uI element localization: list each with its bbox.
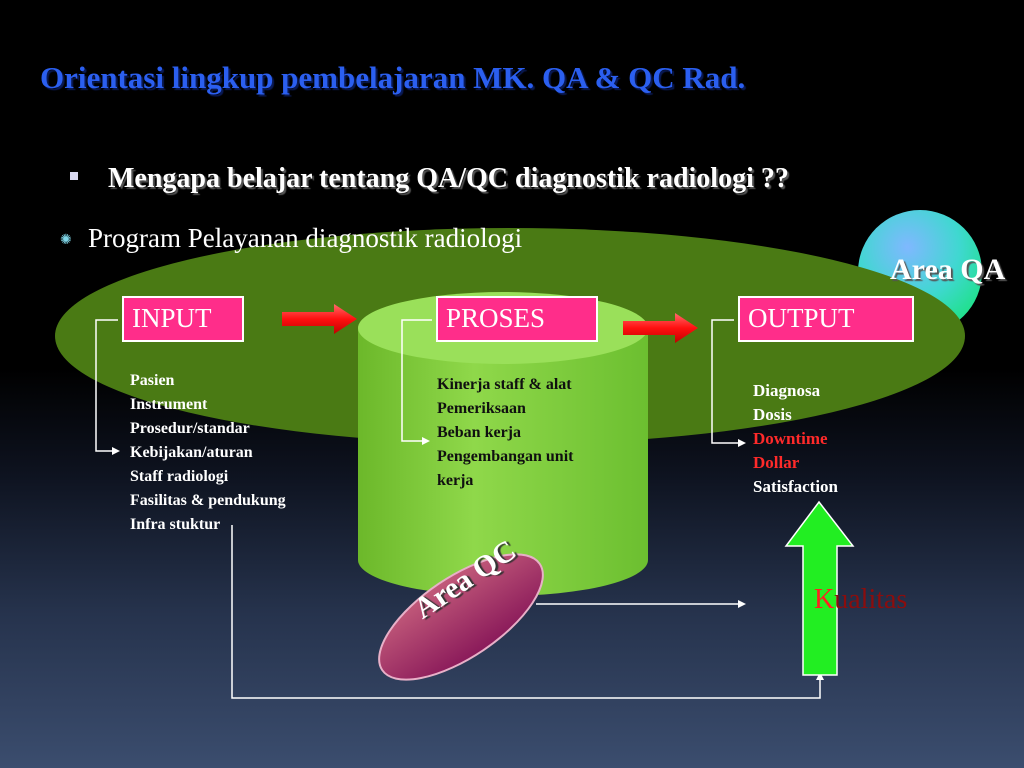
list-item: Pemeriksaan: [437, 400, 526, 417]
proses-cylinder: [358, 328, 648, 596]
kualitas-rest: ualitas: [834, 584, 908, 615]
list-item: Satisfaction: [753, 477, 838, 496]
area-qc-ellipse: [378, 553, 544, 681]
output-bracket: [711, 319, 738, 444]
list-item: Staff radiologi: [130, 468, 229, 485]
kualitas-first-letter: K: [814, 584, 835, 615]
list-item: Beban kerja: [437, 424, 521, 441]
input-box: INPUT: [122, 296, 244, 342]
slide-title: Orientasi lingkup pembelajaran MK. QA & …: [40, 60, 746, 95]
arrow-input-to-proses: [282, 304, 357, 334]
list-item: Pengembangan unit: [437, 448, 574, 465]
proses-bracket: [401, 319, 432, 442]
feedback-arrowhead: [816, 672, 824, 680]
qc-line-arrowhead: [738, 600, 746, 608]
square-bullet-icon: [70, 172, 78, 180]
list-item: Kinerja staff & alat: [437, 376, 572, 393]
output-bracket-arrowhead: [738, 439, 746, 447]
list-item: Instrument: [130, 396, 208, 413]
list-item: Prosedur/standar: [130, 420, 250, 437]
input-bracket: [95, 319, 118, 452]
snowflake-bullet-icon: ✺: [60, 232, 72, 248]
proses-box: PROSES: [436, 296, 598, 342]
input-list: Pasien Instrument Prosedur/standar Kebij…: [130, 369, 286, 537]
list-item-highlight: Dollar: [753, 453, 800, 472]
area-qa-label: Area QA: [890, 253, 1006, 286]
list-item: Dosis: [753, 405, 792, 424]
list-item-highlight: Downtime: [753, 429, 828, 448]
kualitas-up-arrow: [784, 500, 855, 676]
list-item: Fasilitas & pendukung: [130, 492, 286, 509]
input-bracket-arrowhead: [112, 447, 120, 455]
kualitas-label: Kualitas: [814, 584, 907, 616]
bullet-program: Program Pelayanan diagnostik radiologi: [88, 223, 523, 253]
list-item: kerja: [437, 472, 474, 489]
list-item: Infra stuktur: [130, 516, 221, 533]
output-box: OUTPUT: [738, 296, 914, 342]
feedback-line: [231, 525, 821, 699]
arrow-proses-to-output: [623, 313, 698, 343]
bullet-question: Mengapa belajar tentang QA/QC diagnostik…: [108, 163, 789, 194]
output-list: Diagnosa Dosis Downtime Dollar Satisfact…: [753, 379, 838, 499]
list-item: Pasien: [130, 372, 175, 389]
list-item: Diagnosa: [753, 381, 821, 400]
proses-bracket-arrowhead: [422, 437, 430, 445]
proses-list: Kinerja staff & alat Pemeriksaan Beban k…: [437, 373, 573, 493]
list-item: Kebijakan/aturan: [130, 444, 253, 461]
